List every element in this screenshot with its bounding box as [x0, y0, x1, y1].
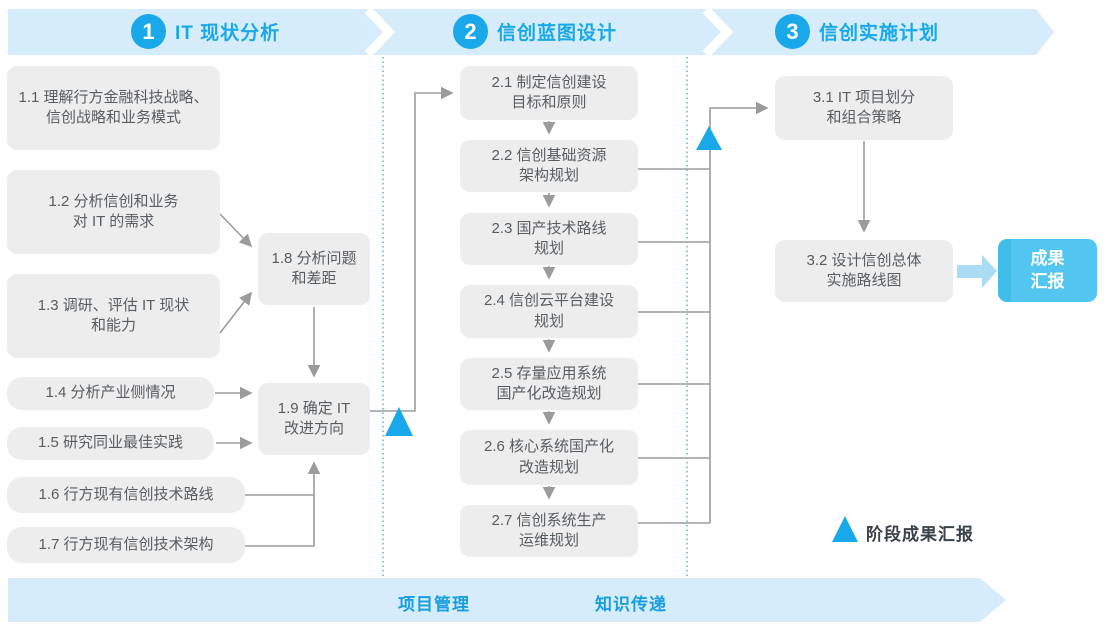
phase-header-1: 1 IT 现状分析: [131, 14, 280, 49]
milestone-triangle-phase1: [385, 407, 413, 436]
milestone-triangle-phase2: [696, 126, 722, 150]
banner-label-project-management: 项目管理: [398, 595, 470, 614]
step-box-2-6: 2.6 核心系统国产化 改造规划: [460, 430, 638, 485]
legend-label: 阶段成果汇报: [866, 525, 974, 544]
phase-header-3: 3 信创实施计划: [775, 14, 939, 49]
phase-number-badge: 3: [775, 14, 810, 49]
step-box-2-1: 2.1 制定信创建设 目标和原则: [460, 66, 638, 120]
step-box-3-1: 3.1 IT 项目划分 和组合策略: [775, 76, 953, 140]
banner-label-knowledge-transfer: 知识传递: [595, 595, 667, 614]
legend-triangle-icon: [832, 516, 858, 542]
step-box-2-5: 2.5 存量应用系统 国产化改造规划: [460, 358, 638, 410]
step-box-2-7: 2.7 信创系统生产 运维规划: [460, 505, 638, 557]
step-box-2-2: 2.2 信创基础资源 架构规划: [460, 140, 638, 192]
bottom-banner-arrow: [8, 578, 1006, 622]
step-box-1-6: 1.6 行方现有信创技术路线: [7, 477, 245, 513]
step-box-1-9: 1.9 确定 IT 改进方向: [258, 383, 370, 455]
step-box-1-7: 1.7 行方现有信创技术架构: [7, 527, 245, 563]
phase-number-badge: 2: [453, 14, 488, 49]
step-box-2-3: 2.3 国产技术路线 规划: [460, 213, 638, 265]
step-box-1-8: 1.8 分析问题 和差距: [258, 233, 370, 305]
phase-title: 信创实施计划: [819, 23, 940, 44]
phase-title: IT 现状分析: [175, 23, 281, 44]
step-box-1-2: 1.2 分析信创和业务 对 IT 的需求: [7, 170, 220, 254]
step-box-1-4: 1.4 分析产业侧情况: [7, 377, 214, 410]
step-box-2-4: 2.4 信创云平台建设 规划: [460, 285, 638, 338]
step-box-1-1: 1.1 理解行方金融科技战略、 信创战略和业务模式: [7, 66, 220, 150]
phase-header-2: 2 信创蓝图设计: [453, 14, 617, 49]
result-arrow: [957, 255, 997, 288]
phase-number-badge: 1: [131, 14, 166, 49]
step-box-1-3: 1.3 调研、评估 IT 现状 和能力: [7, 274, 220, 358]
step-box-1-5: 1.5 研究同业最佳实践: [7, 427, 214, 460]
step-box-3-2: 3.2 设计信创总体 实施路线图: [775, 240, 953, 302]
phase-header-band: [8, 9, 1054, 55]
phase-title: 信创蓝图设计: [497, 23, 618, 44]
result-report-box: 成果 汇报: [998, 239, 1097, 302]
